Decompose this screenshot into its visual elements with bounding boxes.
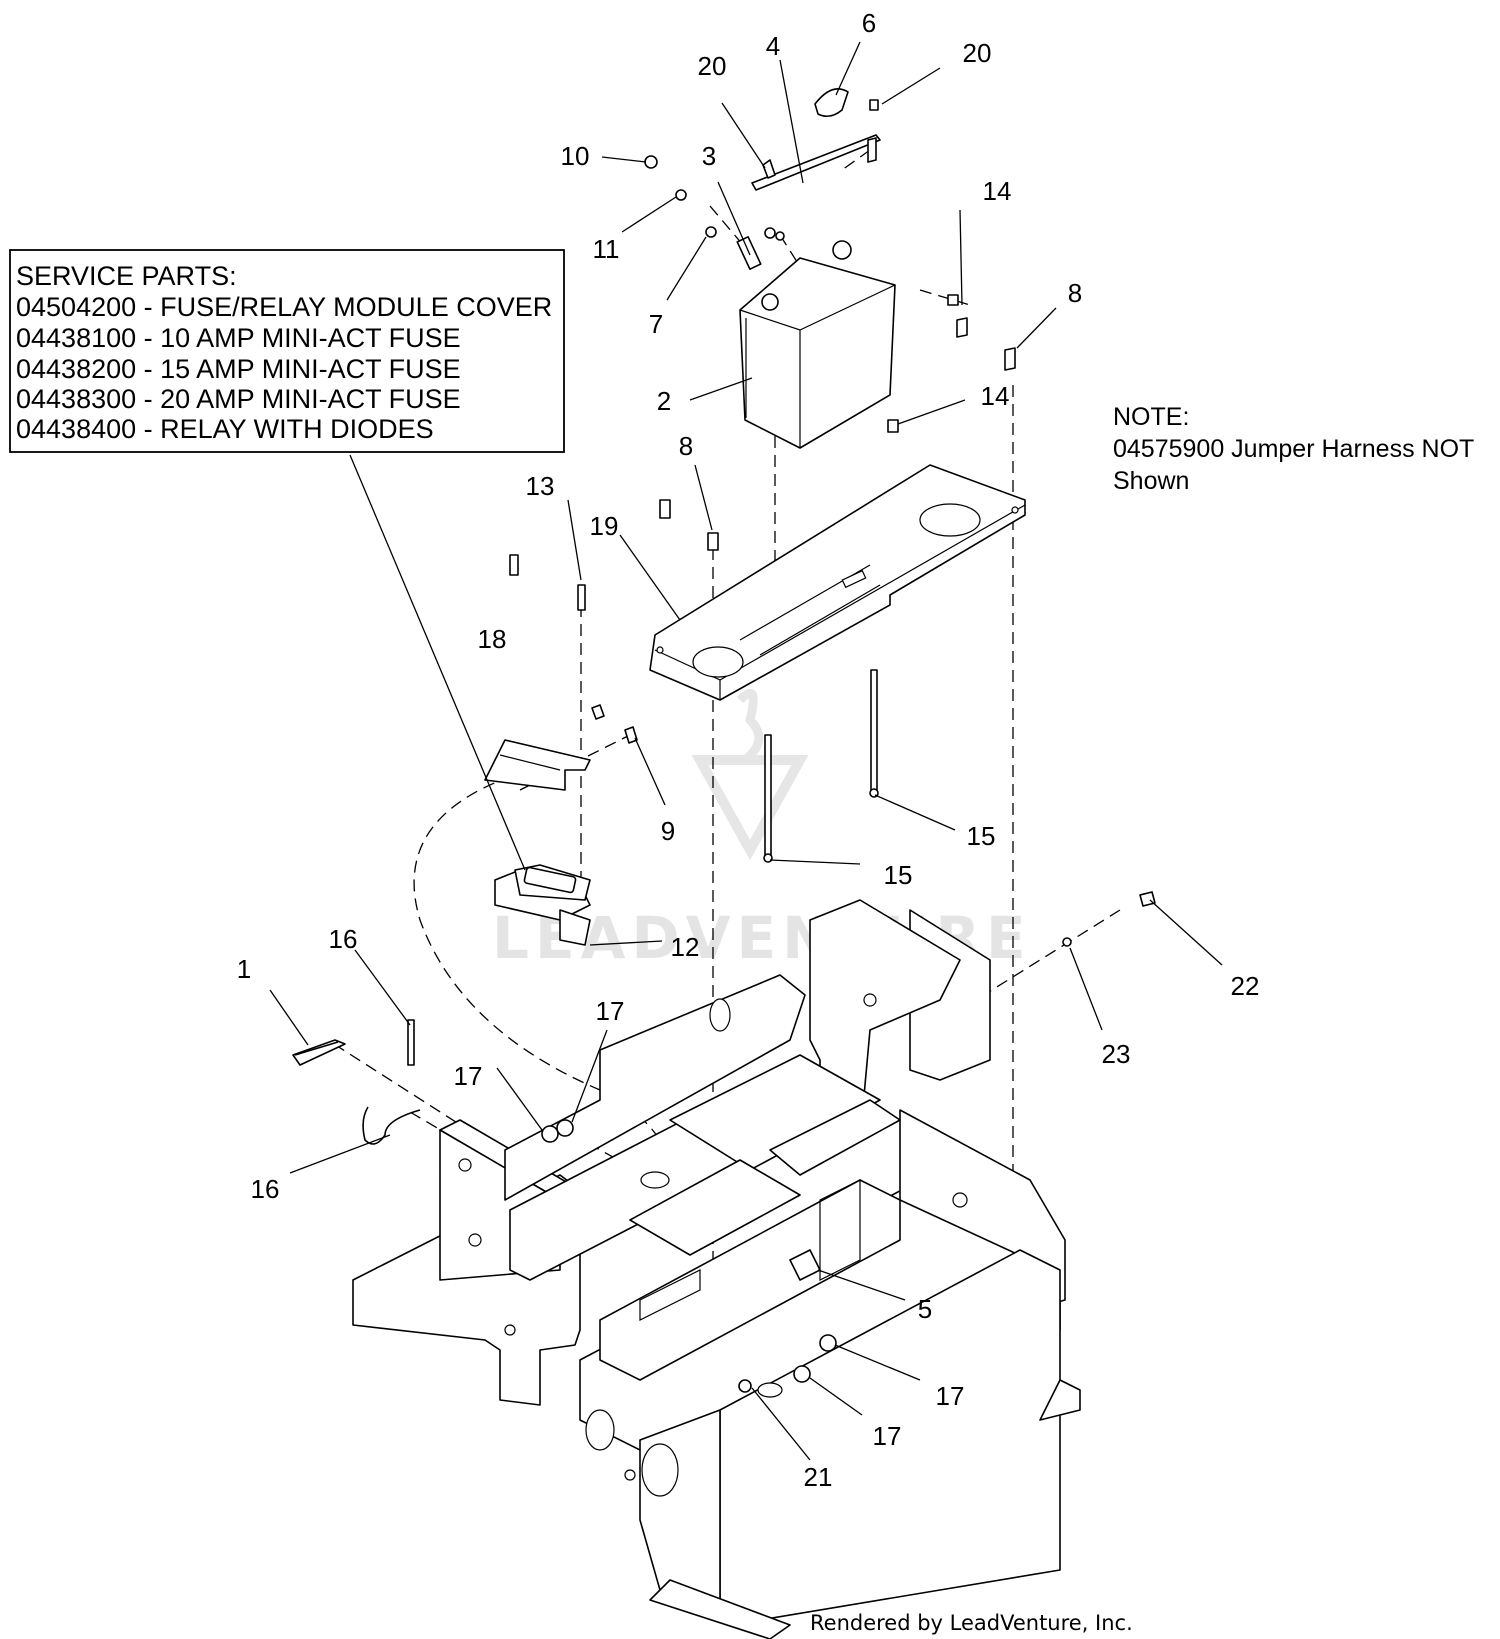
callout-12: 12 [671, 932, 700, 962]
service-part-item: 04504200 - FUSE/RELAY MODULE COVER [16, 292, 552, 322]
battery-tray [649, 464, 1026, 701]
service-parts-heading: SERVICE PARTS: [16, 261, 237, 291]
footer-credit: Rendered by LeadVenture, Inc. [810, 1611, 1133, 1635]
callout-17c: 17 [936, 1381, 965, 1411]
callout-16b: 16 [251, 1174, 280, 1204]
service-part-item: 04438400 - RELAY WITH DIODES [16, 414, 434, 444]
callout-6: 6 [862, 8, 876, 38]
fuse-relay-module [484, 739, 591, 946]
small-parts [292, 1019, 837, 1393]
callout-14a: 14 [983, 176, 1012, 206]
callout-8a: 8 [1068, 278, 1082, 308]
callout-15b: 15 [884, 860, 913, 890]
callout-1: 1 [237, 954, 251, 984]
note-block: NOTE: 04575900 Jumper Harness NOT Shown [1113, 403, 1474, 495]
callout-13: 13 [526, 471, 555, 501]
callout-17a: 17 [596, 996, 625, 1026]
callout-8b: 8 [679, 431, 693, 461]
callout-16a: 16 [329, 924, 358, 954]
callout-20b: 20 [963, 38, 992, 68]
leader-lines [269, 41, 1223, 1461]
callout-17b: 17 [454, 1061, 483, 1091]
service-part-item: 04438100 - 10 AMP MINI-ACT FUSE [16, 323, 461, 353]
callout-21: 21 [804, 1462, 833, 1492]
callout-7: 7 [649, 309, 663, 339]
battery [739, 240, 896, 449]
callout-10: 10 [561, 141, 590, 171]
callout-17d: 17 [873, 1421, 902, 1451]
callout-20a: 20 [698, 51, 727, 81]
note-line: Shown [1113, 467, 1189, 495]
callout-numbers: 1 2 3 4 5 6 7 8 8 9 10 11 12 13 14 14 15… [237, 8, 1260, 1492]
frame-assembly [352, 899, 1081, 1639]
callout-2: 2 [657, 386, 671, 416]
callout-22: 22 [1231, 971, 1260, 1001]
callout-23: 23 [1102, 1039, 1131, 1069]
note-line: 04575900 Jumper Harness NOT [1113, 435, 1474, 463]
callout-9: 9 [661, 816, 675, 846]
service-part-item: 04438200 - 15 AMP MINI-ACT FUSE [16, 354, 461, 384]
callout-15a: 15 [967, 821, 996, 851]
service-part-item: 04438300 - 20 AMP MINI-ACT FUSE [16, 384, 461, 414]
callout-5: 5 [918, 1294, 932, 1324]
callout-18: 18 [478, 624, 507, 654]
callout-19: 19 [590, 511, 619, 541]
callout-4: 4 [766, 31, 780, 61]
service-parts-border [9, 249, 565, 453]
callout-11: 11 [593, 234, 620, 264]
callout-3: 3 [702, 141, 716, 171]
note-heading: NOTE: [1113, 403, 1189, 431]
service-parts-box: SERVICE PARTS: 04504200 - FUSE/RELAY MOD… [9, 249, 565, 453]
callout-14b: 14 [981, 381, 1010, 411]
